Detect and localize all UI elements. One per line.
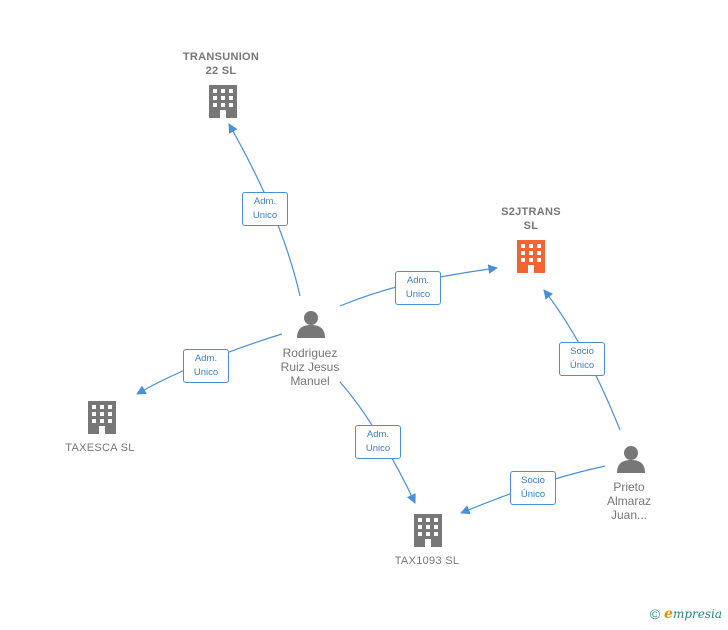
building-icon[interactable] [209,85,237,118]
building-icon[interactable] [88,401,116,434]
node-label-s2jtrans[interactable]: S2JTRANS SL [501,205,561,233]
person-icon[interactable] [617,446,645,473]
node-label-rodriguez[interactable]: Rodriguez Ruiz Jesus Manuel [281,346,340,388]
label-line: TAX1093 SL [394,555,460,567]
edge-label-line: Adm. [253,196,277,207]
node-label-transunion[interactable]: TRANSUNION 22 SL [183,50,259,78]
label-line: TRANSUNION [182,51,260,63]
edge-label-adm-unico: Adm. Unico [355,425,401,459]
edge-label-adm-unico: Adm. Unico [395,271,441,305]
building-icon[interactable] [414,514,442,547]
label-line: Juan... [610,508,648,522]
edge-label-line: Adm. [194,353,218,364]
brand-initial: e [664,606,673,622]
label-line: SL [523,220,539,232]
label-line: Rodriguez [282,346,338,360]
label-line: Prieto [613,480,645,494]
label-line: 22 SL [205,65,237,77]
copyright-icon: © [649,606,661,622]
edge-label-line: Socio [521,475,545,486]
edge-label-line: Unico [365,443,391,454]
edge-label-line: Único [569,360,595,371]
label-line: Almaraz [606,494,652,508]
edge-label-line: Unico [252,210,278,221]
label-line: TAXESCA SL [65,442,135,454]
edge-label-socio-unico: Socio Único [559,342,605,376]
edge-label-line: Unico [193,367,219,378]
node-label-tax1093[interactable]: TAX1093 SL [395,554,460,568]
label-line: Ruiz Jesus [280,360,340,374]
edge-label-socio-unico: Socio Único [510,471,556,505]
edge-label-line: Unico [405,289,431,300]
label-line: S2JTRANS [501,206,561,218]
edge-label-line: Socio [570,346,594,357]
node-label-taxesca[interactable]: TAXESCA SL [65,441,134,455]
edge-label-adm-unico: Adm. Unico [183,349,229,383]
edge-label-adm-unico: Adm. Unico [242,192,288,226]
brand-logo: empresia [664,606,722,622]
edge-label-line: Adm. [366,429,390,440]
building-icon[interactable] [517,240,545,273]
footer-brand: © empresia [650,606,722,622]
brand-rest: mpresia [672,607,722,621]
person-icon[interactable] [297,311,325,338]
node-label-prieto[interactable]: Prieto Almaraz Juan... [607,480,651,522]
label-line: Manuel [290,374,330,388]
edge-label-line: Único [520,489,546,500]
edge-label-line: Adm. [406,275,430,286]
